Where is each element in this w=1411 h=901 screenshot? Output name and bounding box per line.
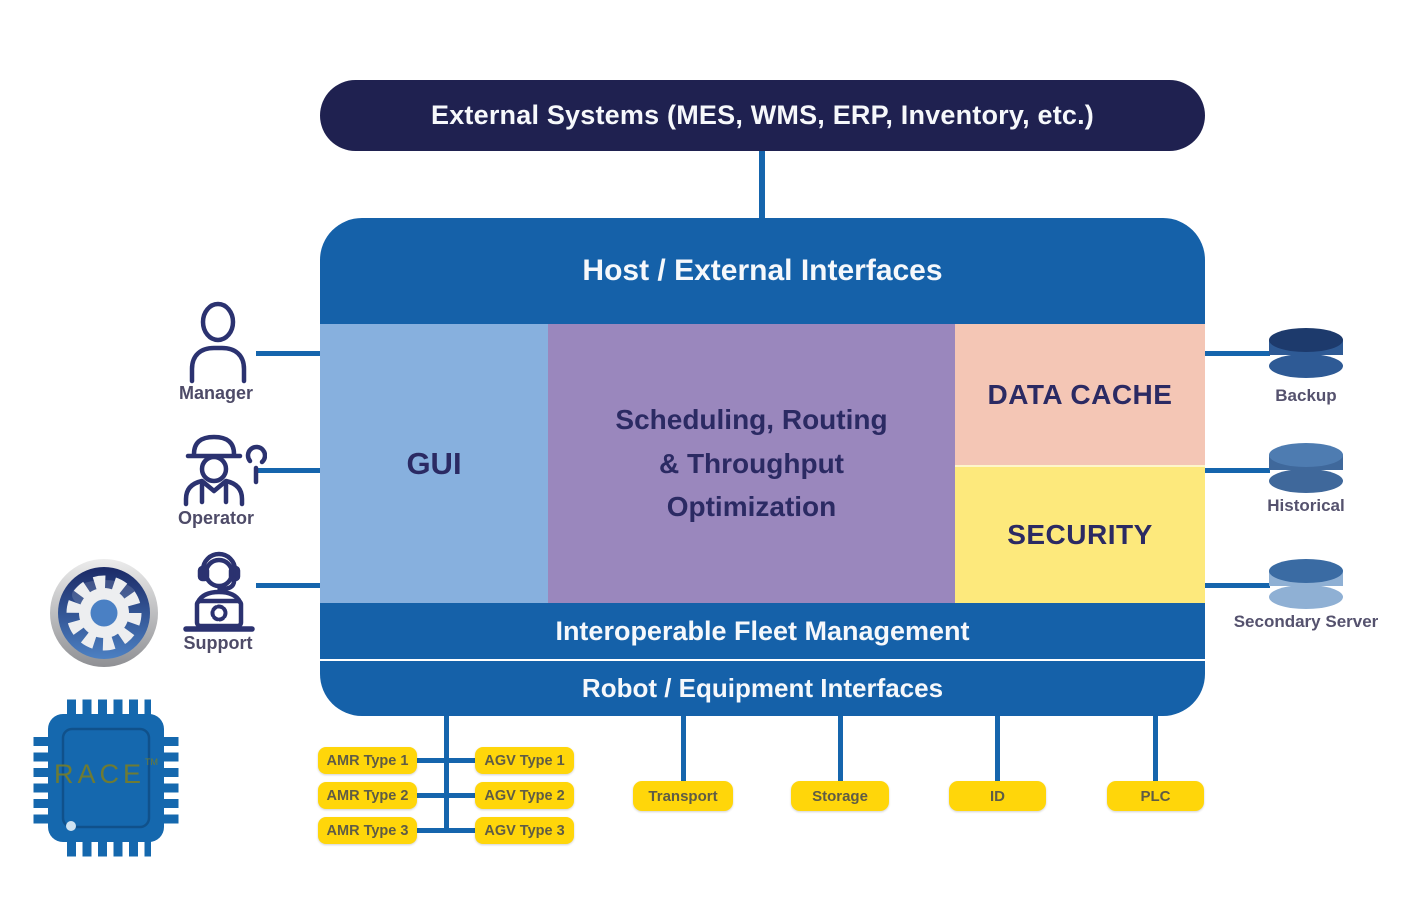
historical-label: Historical [1267,496,1345,515]
plc-node: PLC [1107,781,1204,811]
fleet-management-bar: Interoperable Fleet Management [320,603,1205,659]
id-label: ID [990,787,1005,805]
gui-label: GUI [406,445,462,481]
connector-amr-agv-trunk [444,716,449,833]
security-label: SECURITY [1007,519,1153,550]
agv-type-3-label: AGV Type 3 [484,822,565,839]
connector-operator [256,468,320,473]
transport-label: Transport [648,787,718,805]
agv-type-1-label: AGV Type 1 [484,752,565,769]
storage-label: Storage [812,787,868,805]
agv-type-2-label: AGV Type 2 [484,787,565,804]
amr-type-3-node: AMR Type 3 [318,817,417,844]
storage-node: Storage [791,781,889,811]
race-chip-icon: RACETM [33,699,179,857]
connector-manager [256,351,320,356]
data-cache-block: DATA CACHE [955,324,1205,465]
amr-type-1-label: AMR Type 1 [326,752,409,769]
bar-divider [320,659,1205,661]
agv-type-3-node: AGV Type 3 [475,817,574,844]
secondary-server-label: Secondary Server [1233,612,1379,631]
manager-label: Manager [178,383,254,403]
connector-amr-agv-1 [415,758,477,763]
connector-external-to-host [759,151,765,218]
chip-label: RACETM [53,757,158,789]
security-block: SECURITY [955,465,1205,603]
gear-icon [48,557,160,674]
robot-interfaces-bar: Robot / Equipment Interfaces [320,661,1205,716]
backup-database-icon [1269,328,1343,378]
connector-id [995,716,1000,781]
scheduling-block: Scheduling, Routing & Throughput Optimiz… [548,324,955,603]
backup-label: Backup [1275,386,1337,405]
support-label: Support [183,633,253,653]
secondary-server-database-icon [1269,559,1343,609]
core-modules-row: GUI Scheduling, Routing & Throughput Opt… [320,324,1205,603]
connector-transport [681,716,686,781]
cache-security-column: DATA CACHE SECURITY [955,324,1205,603]
robot-bar-label: Robot / Equipment Interfaces [581,673,944,703]
connector-secondary-server [1205,583,1270,588]
agv-type-2-node: AGV Type 2 [475,782,574,809]
host-external-interfaces-bar: Host / External Interfaces [320,218,1205,324]
fleet-system-block: Host / External Interfaces GUI Schedulin… [320,218,1205,716]
amr-type-2-node: AMR Type 2 [318,782,417,809]
plc-label: PLC [1140,787,1171,805]
amr-type-3-label: AMR Type 3 [326,822,409,839]
transport-node: Transport [633,781,733,811]
connector-storage [838,716,843,781]
data-cache-label: DATA CACHE [987,378,1173,410]
chip-tm: TM [145,757,158,767]
amr-type-1-node: AMR Type 1 [318,747,417,774]
fleet-bar-label: Interoperable Fleet Management [555,615,970,646]
connector-historical [1205,468,1270,473]
connector-plc [1153,716,1158,781]
connector-amr-agv-3 [415,828,477,833]
connector-amr-agv-2 [415,793,477,798]
id-node: ID [949,781,1046,811]
operator-label: Operator [177,508,255,528]
scheduling-label: Scheduling, Routing & Throughput Optimiz… [615,404,888,523]
host-bar-label: Host / External Interfaces [582,254,943,287]
amr-type-2-label: AMR Type 2 [326,787,409,804]
gui-block: GUI [320,324,548,603]
agv-type-1-node: AGV Type 1 [475,747,574,774]
historical-database-icon [1269,443,1343,493]
operator-worker-icon [172,424,268,513]
connector-backup [1205,351,1270,356]
support-headset-icon [170,540,268,641]
manager-person-icon [182,300,254,390]
external-systems-node: External Systems (MES, WMS, ERP, Invento… [320,80,1205,151]
connector-support [256,583,320,588]
external-systems-label: External Systems (MES, WMS, ERP, Invento… [431,100,1094,130]
